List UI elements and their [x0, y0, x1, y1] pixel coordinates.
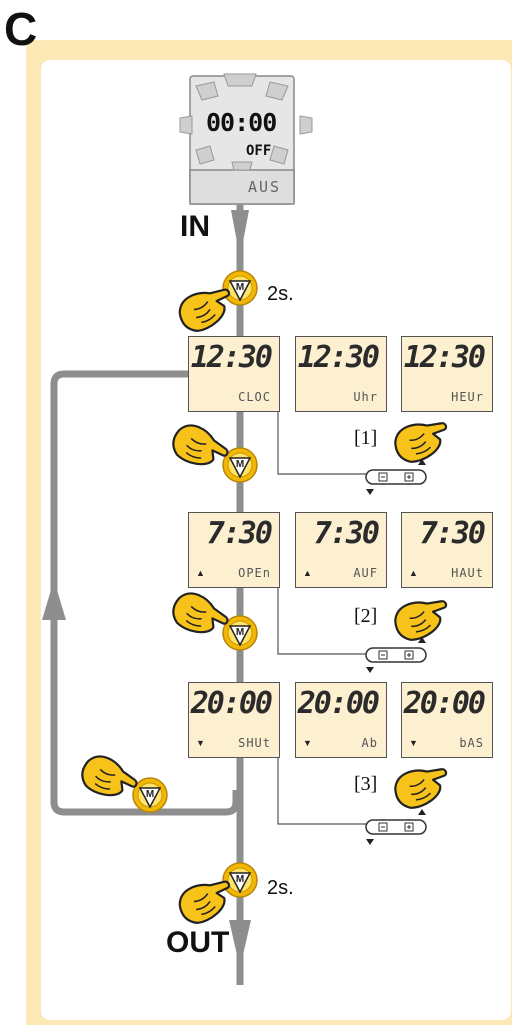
hold-time-out: 2s. — [267, 877, 294, 899]
hold-time-in: 2s. — [267, 283, 294, 305]
step-label-3: [3] — [354, 773, 378, 795]
lcd-screen: 7:30 ▲ HAUt — [401, 512, 493, 588]
device-time: 00:00 — [206, 108, 277, 137]
lcd-screen: 20:00 ▼ bAS — [401, 682, 493, 758]
m-button-out — [222, 862, 258, 898]
step-label-1: [1] — [354, 427, 378, 449]
lcd-screen: 20:00 ▼ SHUt — [188, 682, 280, 758]
down-arrow-icon: ▼ — [303, 738, 312, 748]
lcd-screen: 12:30 HEUr — [401, 336, 493, 412]
rocker-switch-icon-3 — [365, 808, 427, 846]
device-label: AUS — [248, 178, 282, 196]
down-arrow-icon: ▼ — [409, 738, 418, 748]
up-arrow-icon: ▲ — [409, 568, 418, 578]
lcd-screen: 12:30 Uhr — [295, 336, 387, 412]
lcd-screen: 7:30 ▲ AUF — [295, 512, 387, 588]
down-arrow-icon: ▼ — [196, 738, 205, 748]
device-status: OFF — [246, 143, 272, 159]
in-label: IN — [180, 210, 210, 243]
lcd-screen: 12:30 CLOC — [188, 336, 280, 412]
out-label: OUT — [166, 926, 230, 959]
section-letter: C — [4, 3, 38, 55]
step-label-2: [2] — [354, 605, 378, 627]
m-button-exit-loop — [132, 777, 168, 813]
rocker-switch-icon-1 — [365, 458, 427, 496]
hand-icon-loop — [76, 750, 143, 806]
up-arrow-icon: ▲ — [303, 568, 312, 578]
lcd-screen: 20:00 ▼ Ab — [295, 682, 387, 758]
hand-icon-step3 — [388, 756, 456, 815]
m-button-in — [222, 270, 258, 306]
timer-device-icon — [179, 73, 313, 205]
rocker-switch-icon-2 — [365, 636, 427, 674]
up-arrow-icon: ▲ — [196, 568, 205, 578]
lcd-screen: 7:30 ▲ OPEn — [188, 512, 280, 588]
